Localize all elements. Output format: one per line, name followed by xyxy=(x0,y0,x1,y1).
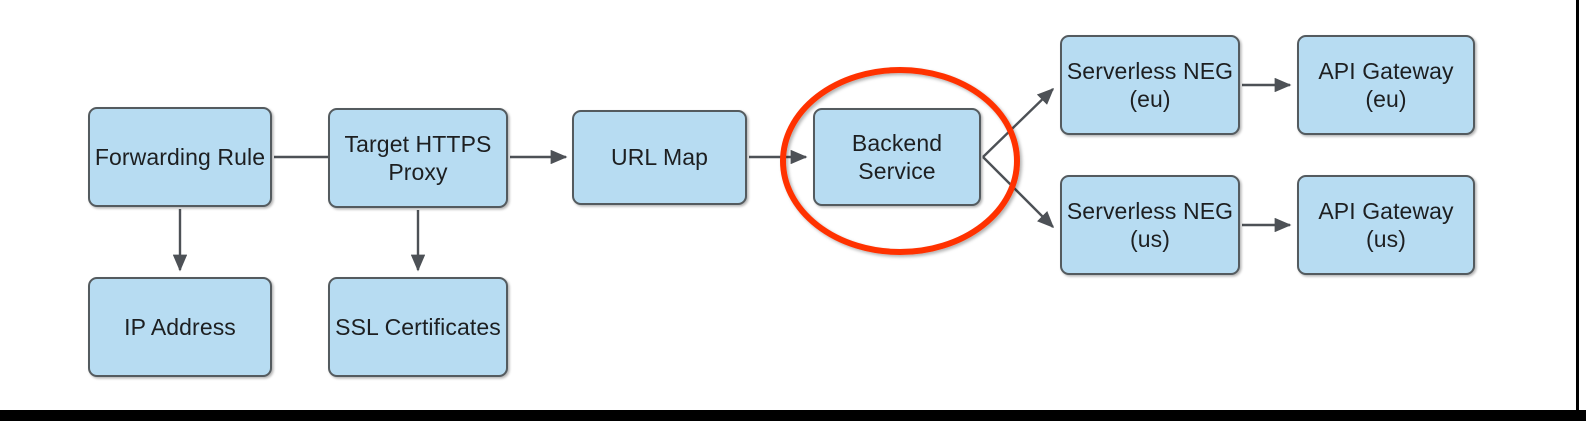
window-edge-bottom xyxy=(0,410,1586,421)
node-label-ip-address: IP Address xyxy=(124,313,236,340)
node-label-backend-service: Backend Service xyxy=(851,129,943,184)
edge-backend-service-to-serverless-neg-us xyxy=(982,156,1055,229)
node-serverless-neg-eu[interactable]: Serverless NEG (eu) xyxy=(1060,35,1240,135)
node-label-api-gateway-eu: API Gateway (eu) xyxy=(1318,57,1454,112)
node-label-serverless-neg-us: Serverless NEG (us) xyxy=(1066,197,1234,252)
node-backend-service[interactable]: Backend Service xyxy=(813,108,981,206)
node-label-target-https-proxy: Target HTTPS Proxy xyxy=(344,130,492,185)
node-forwarding-rule[interactable]: Forwarding Rule xyxy=(88,107,272,207)
node-api-gateway-eu[interactable]: API Gateway (eu) xyxy=(1297,35,1475,135)
node-label-forwarding-rule: Forwarding Rule xyxy=(94,143,266,170)
node-label-ssl-certificates: SSL Certificates xyxy=(335,313,501,340)
node-ip-address[interactable]: IP Address xyxy=(88,277,272,377)
node-api-gateway-us[interactable]: API Gateway (us) xyxy=(1297,175,1475,275)
node-serverless-neg-us[interactable]: Serverless NEG (us) xyxy=(1060,175,1240,275)
node-label-url-map: URL Map xyxy=(611,144,708,171)
node-url-map[interactable]: URL Map xyxy=(572,110,747,205)
node-target-https-proxy[interactable]: Target HTTPS Proxy xyxy=(328,108,508,208)
window-edge-right xyxy=(1576,0,1579,421)
node-ssl-certificates[interactable]: SSL Certificates xyxy=(328,277,508,377)
node-label-serverless-neg-eu: Serverless NEG (eu) xyxy=(1066,57,1234,112)
node-label-api-gateway-us: API Gateway (us) xyxy=(1318,197,1454,252)
edge-backend-service-to-serverless-neg-eu xyxy=(982,87,1055,158)
